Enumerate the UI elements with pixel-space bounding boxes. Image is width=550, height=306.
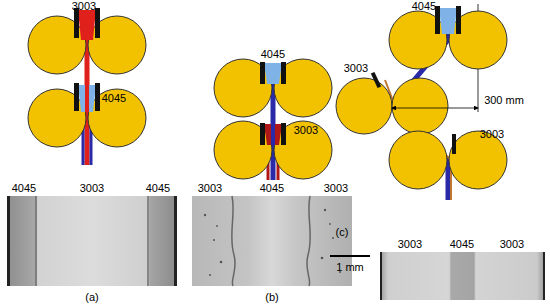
material-label: 4045	[261, 48, 285, 61]
scale-label: 1 mm	[336, 261, 364, 274]
material-label: 3003	[80, 182, 104, 195]
dimension-label: 300 mm	[484, 94, 524, 107]
material-label: 4045	[260, 182, 284, 195]
panel-label: (a)	[85, 291, 98, 304]
material-label: 4045	[412, 0, 436, 13]
material-label: 3003	[324, 182, 348, 195]
material-label: 3003	[480, 128, 504, 141]
material-label: 4045	[102, 92, 126, 105]
material-label: 3003	[72, 0, 96, 13]
material-label: 3003	[344, 62, 368, 75]
material-label: 4045	[12, 182, 36, 195]
material-label: 4045	[146, 182, 170, 195]
material-label: 3003	[198, 182, 222, 195]
material-label: 3003	[398, 238, 422, 251]
panel-label: (b)	[265, 291, 278, 304]
material-label: 3003	[294, 124, 318, 137]
panel-label: (c)	[336, 226, 349, 239]
material-label: 3003	[500, 238, 524, 251]
material-label: 4045	[450, 238, 474, 251]
